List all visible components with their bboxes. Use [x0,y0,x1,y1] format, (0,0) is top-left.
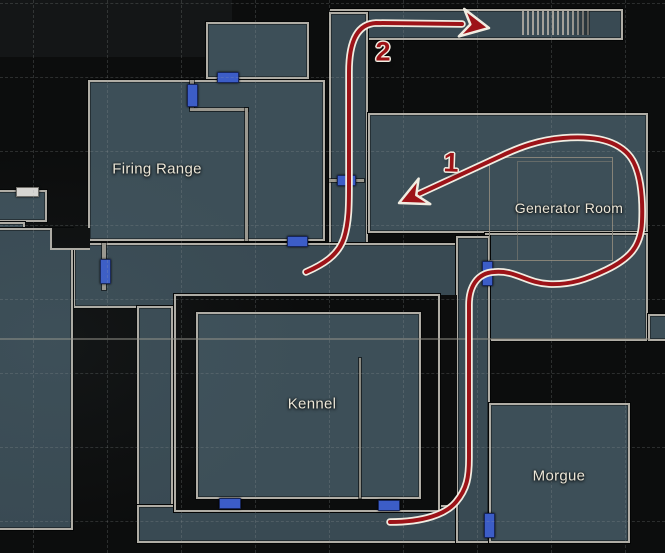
white-door-marker-icon [16,187,39,197]
door-marker-icon [217,72,239,83]
door-marker-icon [100,259,111,284]
door-marker-icon [187,84,198,107]
route-step-2-label: 2 [375,36,391,67]
floor-boundary-line [0,338,650,340]
kennel-divider-wall [359,358,361,498]
generator-room-label: Generator Room [514,200,624,216]
door-marker-icon [337,175,356,186]
morgue-label: Morgue [532,467,586,485]
door-marker-icon [378,500,400,511]
kennel-label: Kennel [287,395,337,413]
room-generator-east-passage [648,314,665,341]
corridor-left-column [0,228,73,530]
door-marker-icon [482,261,493,286]
corridor-kennel-west [137,306,173,543]
door-marker-icon [484,513,495,538]
room-storage-top [206,22,309,79]
stairs-icon [522,11,590,35]
firing-range-wall-h [190,108,248,111]
wall-band-kennel-east [440,295,457,505]
door-marker-icon [287,236,308,247]
firing-range-wall-v [245,108,248,241]
firing-range-label: Firing Range [112,160,202,178]
door-marker-icon [219,498,241,509]
dark-room-patch [0,0,232,57]
room-kennel [196,312,421,499]
route-step-1-label: 1 [442,147,460,178]
wall-notch [50,228,90,250]
